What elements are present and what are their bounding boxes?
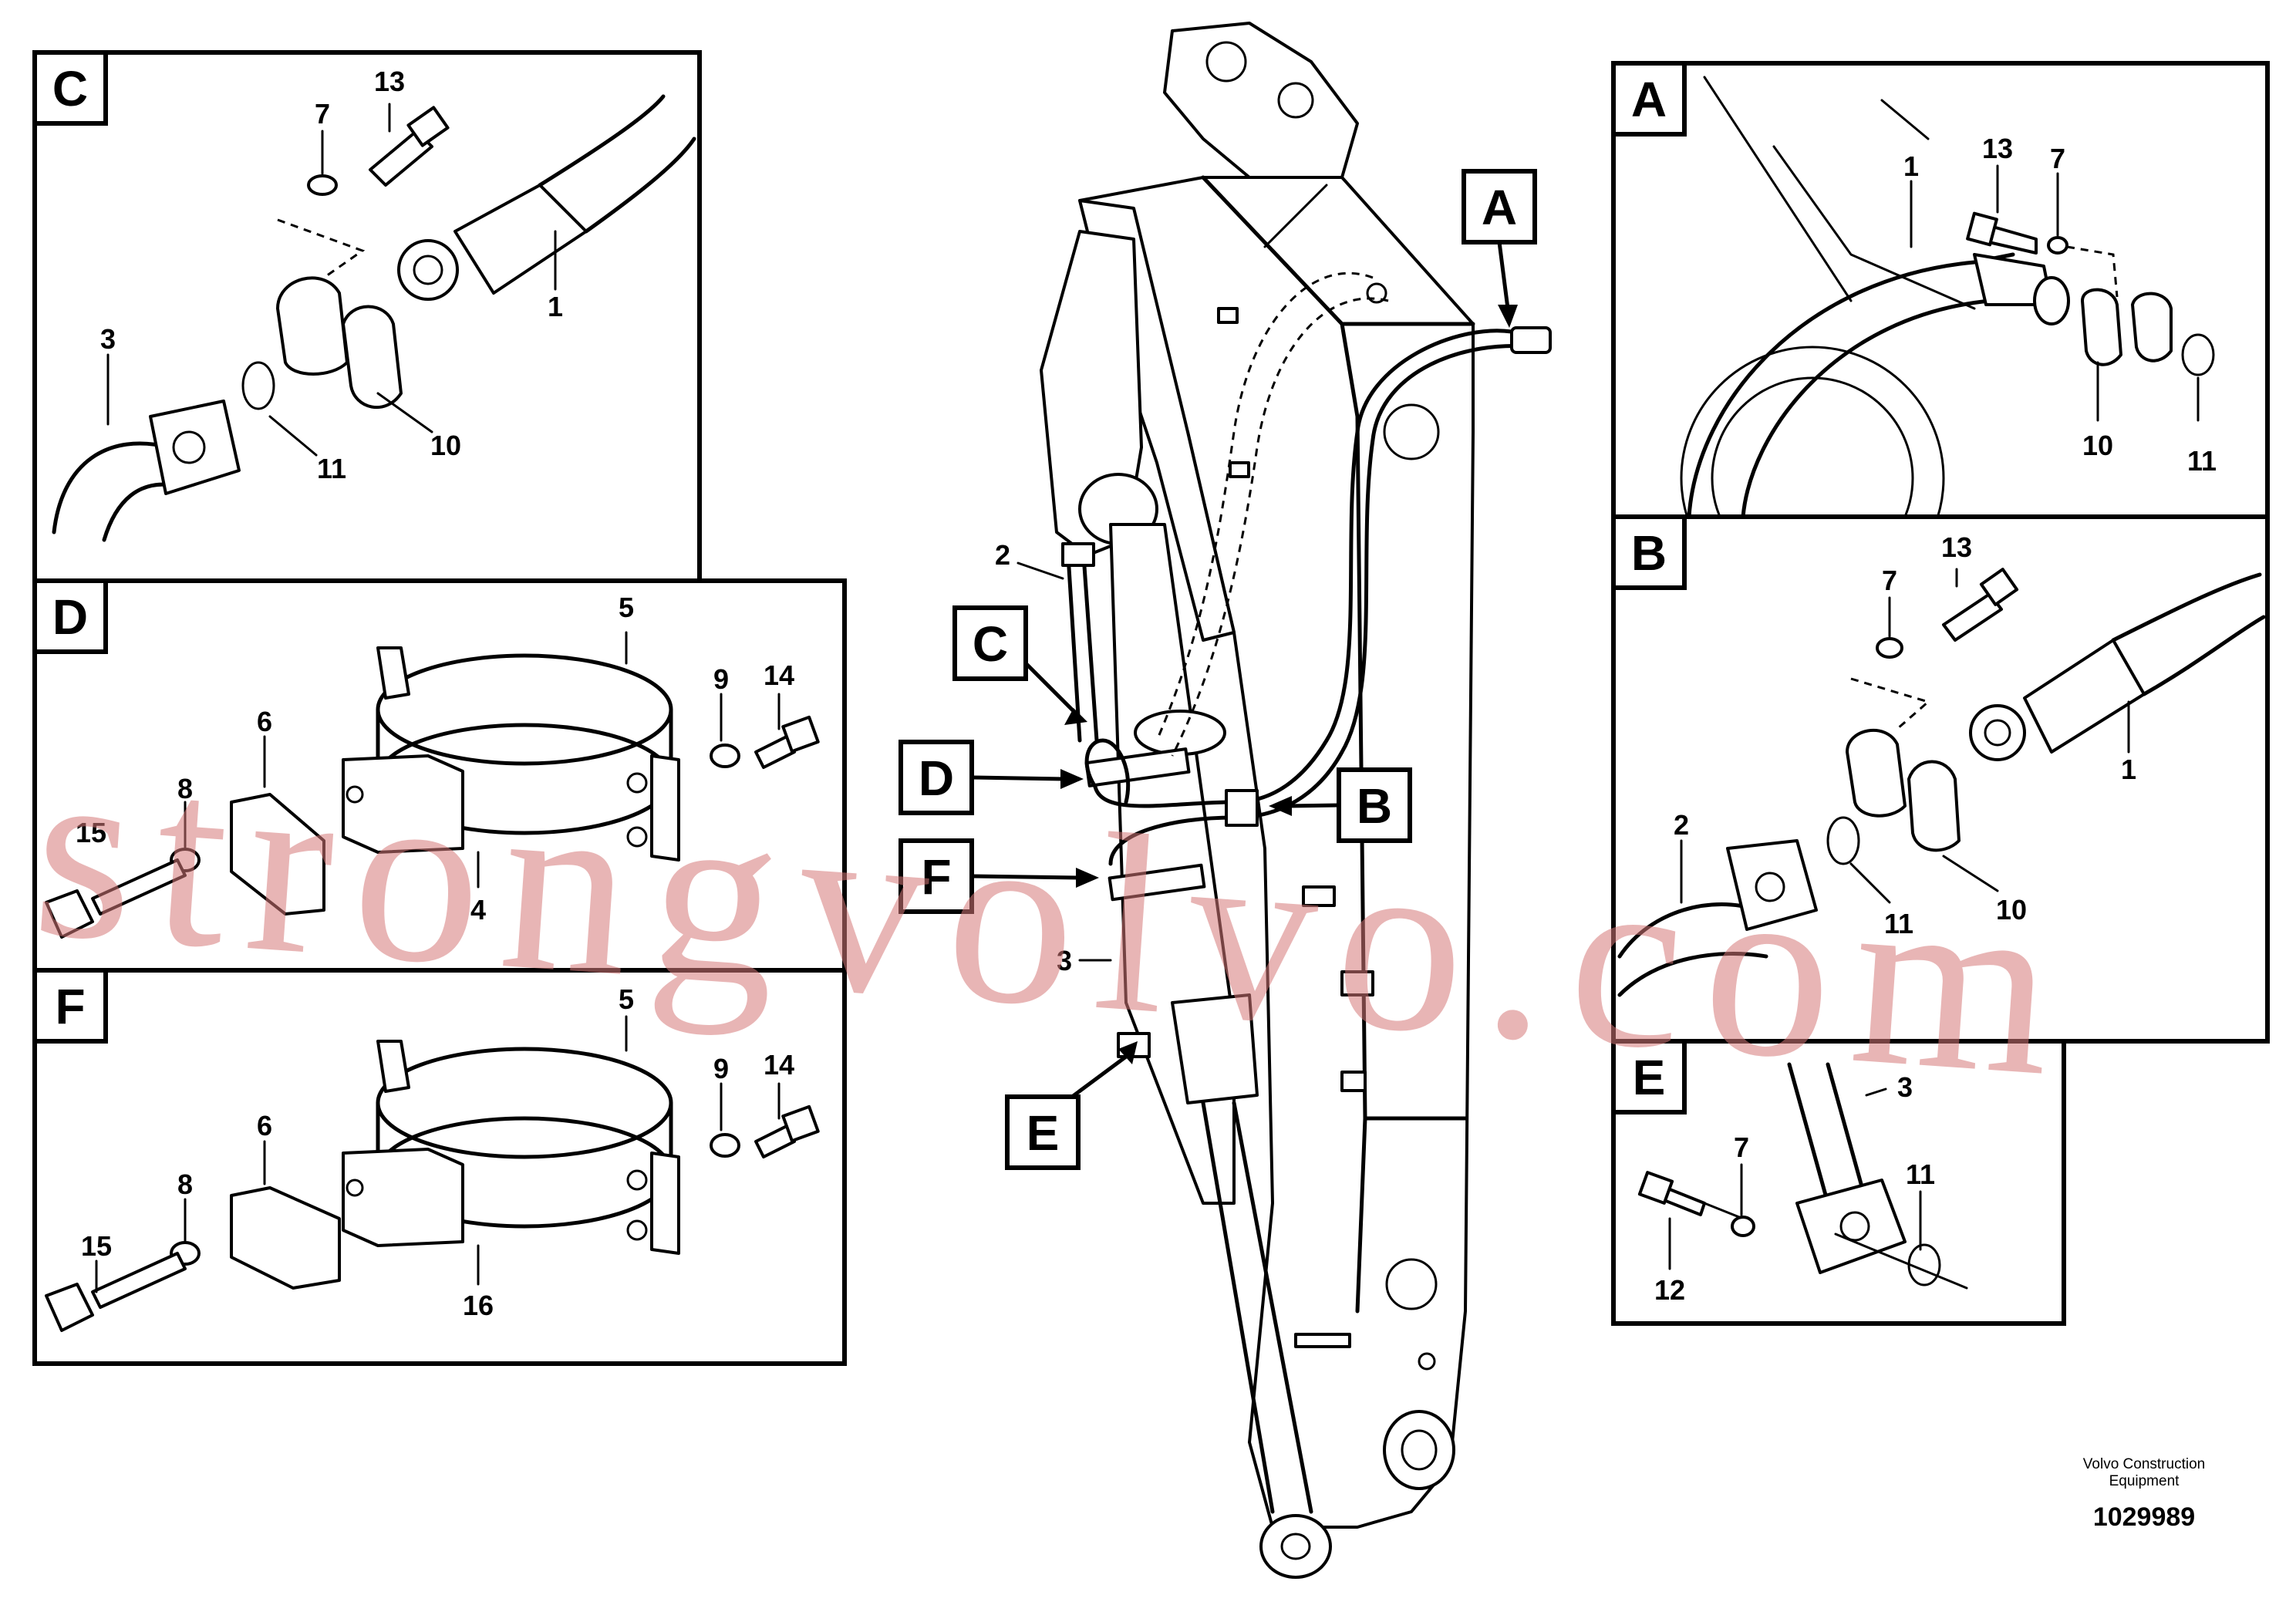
panel-b: B 13 7 1 2 11 10 <box>1611 514 2270 1044</box>
panel-f-label: F <box>55 979 85 1034</box>
panel-f-part: 5 <box>619 983 634 1015</box>
panel-d-part: 6 <box>257 706 272 737</box>
callout-f: F <box>921 849 951 905</box>
panel-a: A 1 13 7 10 11 <box>1611 61 2270 611</box>
panel-b-part: 10 <box>1996 894 2027 926</box>
panel-a-label: A <box>1631 72 1667 127</box>
panel-e-part: 7 <box>1734 1131 1749 1163</box>
callout-c: C <box>973 616 1008 672</box>
main-callouts: A B C D F E 2 3 <box>899 169 1537 1170</box>
panel-c-part: 13 <box>374 66 405 97</box>
panel-f-part: 6 <box>257 1110 272 1141</box>
panel-f-part: 8 <box>177 1168 193 1200</box>
callout-e: E <box>1027 1105 1060 1161</box>
panel-b-part: 11 <box>1884 908 1913 939</box>
panel-c-part: 10 <box>430 430 461 461</box>
panel-a-part: 10 <box>2082 430 2113 461</box>
drawing-number: 1029989 <box>2092 1502 2196 1532</box>
panel-d-part: 14 <box>764 659 794 691</box>
panel-c-part: 7 <box>315 98 330 130</box>
panel-a-part: 7 <box>2050 143 2065 174</box>
panel-d-part: 8 <box>177 773 193 804</box>
panel-f-part: 15 <box>81 1230 112 1262</box>
panel-b-label: B <box>1631 525 1667 581</box>
panel-a-part: 13 <box>1982 133 2013 164</box>
panel-c: C 13 7 1 3 11 10 <box>32 50 702 584</box>
panel-b-part: 13 <box>1941 531 1972 563</box>
main-part: 2 <box>995 539 1010 571</box>
panel-f-part: 9 <box>713 1053 729 1084</box>
panel-a-part: 11 <box>2187 445 2217 477</box>
panel-b-part: 2 <box>1674 809 1689 841</box>
panel-b-part: 1 <box>2121 754 2136 785</box>
panel-b-part: 7 <box>1882 565 1897 596</box>
panel-e-part: 12 <box>1654 1274 1685 1306</box>
panel-a-part: 1 <box>1903 150 1919 182</box>
panel-d-label: D <box>52 589 88 645</box>
panel-d-part: 15 <box>76 817 106 848</box>
panel-c-label: C <box>52 61 88 116</box>
callout-a: A <box>1482 180 1517 235</box>
callout-b: B <box>1357 778 1392 834</box>
panel-e-part: 11 <box>1906 1158 1935 1190</box>
panel-d-part: 9 <box>713 663 729 695</box>
panel-d-part: 5 <box>619 592 634 623</box>
panel-c-part: 1 <box>548 291 563 322</box>
panel-e-part: 3 <box>1897 1071 1913 1103</box>
panel-f-part: 14 <box>764 1049 794 1081</box>
panel-c-part: 11 <box>317 453 346 484</box>
panel-e-label: E <box>1633 1050 1666 1105</box>
boom-illustration <box>1040 22 1552 1579</box>
panel-e: E 3 7 11 12 <box>1611 1039 2066 1326</box>
panel-f-part: 16 <box>463 1290 494 1321</box>
main-part: 3 <box>1057 945 1072 976</box>
panel-c-part: 3 <box>100 323 116 355</box>
panel-d: D 5 9 14 6 8 15 4 <box>32 578 847 973</box>
brand-label: Volvo Construction Equipment <box>2082 1456 2206 1489</box>
callout-d: D <box>919 750 954 806</box>
panel-f: F 5 9 14 6 8 15 16 <box>32 968 847 1366</box>
panel-d-part: 4 <box>470 894 486 926</box>
